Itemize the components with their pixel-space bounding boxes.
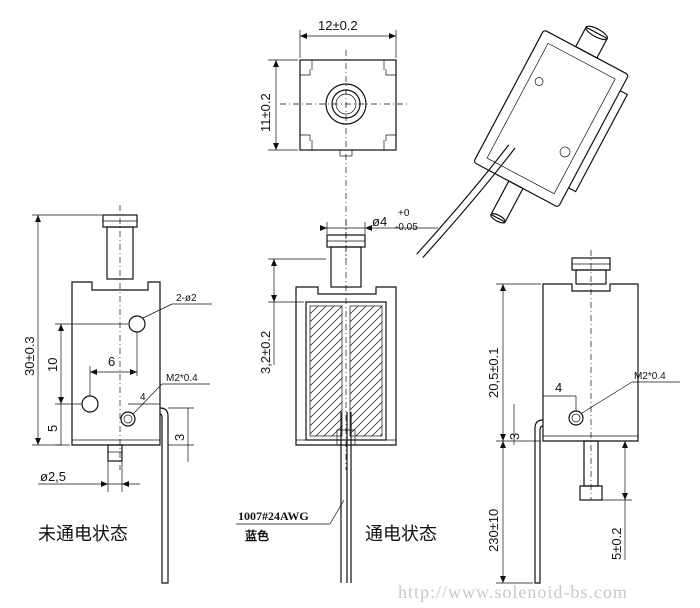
left-thread-offset-dim: 4 [140, 392, 146, 403]
left-bottom-offset-dim: 5 [45, 425, 60, 432]
coil-hatch-line [339, 306, 382, 436]
coil-hatch-line [310, 306, 335, 436]
middle-plunger-tol-upper: +0 [398, 208, 410, 219]
coil-hatch-line [310, 306, 382, 436]
left-hole-offset-dim: 6 [108, 354, 115, 369]
coil-hatch-line [310, 306, 311, 436]
middle-view-caption: 通电状态 [365, 524, 437, 544]
coil-hatch-line [310, 306, 359, 436]
coil-hatch-line [355, 306, 382, 436]
right-thread-label: M2*0.4 [634, 371, 666, 382]
coil-hatch-line [331, 306, 382, 436]
right-wire-length-dim: 230±10 [486, 509, 501, 552]
top-width-dim: 12±0.2 [318, 18, 358, 33]
coil-hatch-line [310, 306, 382, 436]
coil-hatch-line [310, 306, 382, 436]
right-view: 20,5±0.1 3 4 M2*0.4 230±10 5±0.2 [486, 250, 680, 584]
coil-hatch-line [323, 306, 382, 436]
coil-hatch-line [310, 306, 351, 436]
isometric-view [416, 25, 629, 258]
left-height-dim: 30±0.3 [22, 336, 37, 376]
left-view-de-energized: 30±0.3 10 5 6 2-ø2 M2*0.4 4 3 [22, 205, 212, 584]
coil-hatch-line [347, 306, 382, 436]
coil-hatch-line [315, 306, 382, 436]
coil-hatch-line [310, 306, 382, 436]
coil-hatch-line [310, 306, 375, 436]
coil-hatch-line [310, 306, 382, 436]
middle-plunger-dia-dim: ø4 [372, 214, 387, 229]
right-tab-thickness-dim: 3 [507, 433, 522, 440]
left-tab-thickness-dim: 3 [172, 434, 187, 441]
middle-wire-color: 蓝色 [245, 528, 269, 543]
middle-view-energized: ø4 +0 -0.05 3,2±0.2 1007#24AWG 蓝色 通电状态 [236, 208, 438, 583]
left-hole-spacing-dim: 10 [45, 358, 60, 372]
middle-plunger-tol-lower: -0.05 [395, 222, 418, 233]
left-hole-label: 2-ø2 [176, 293, 197, 304]
top-view: 12±0.2 11±0.2 [258, 18, 410, 260]
coil-hatch-line [310, 306, 382, 436]
coil-hatch-line [310, 306, 382, 436]
coil-hatch-line [363, 306, 382, 436]
right-thread-offset-dim: 4 [555, 380, 562, 395]
left-plunger-dia-dim: ø2,5 [40, 469, 66, 484]
right-frame-height-dim: 20,5±0.1 [486, 347, 501, 398]
coil-hatch-line [371, 306, 382, 436]
watermark-url: http://www.solenoid-bs.com [398, 582, 628, 602]
middle-stroke-dim: 3,2±0.2 [258, 331, 273, 374]
right-plunger-ext-dim: 5±0.2 [609, 528, 624, 560]
coil-hatch-line [310, 306, 382, 436]
middle-wire-label: 1007#24AWG [238, 509, 309, 523]
coil-hatch-line [310, 306, 319, 436]
left-thread-label: M2*0.4 [166, 373, 198, 384]
coil-hatch-line [310, 306, 343, 436]
left-view-caption: 未通电状态 [38, 524, 128, 544]
top-height-dim: 11±0.2 [258, 93, 273, 132]
